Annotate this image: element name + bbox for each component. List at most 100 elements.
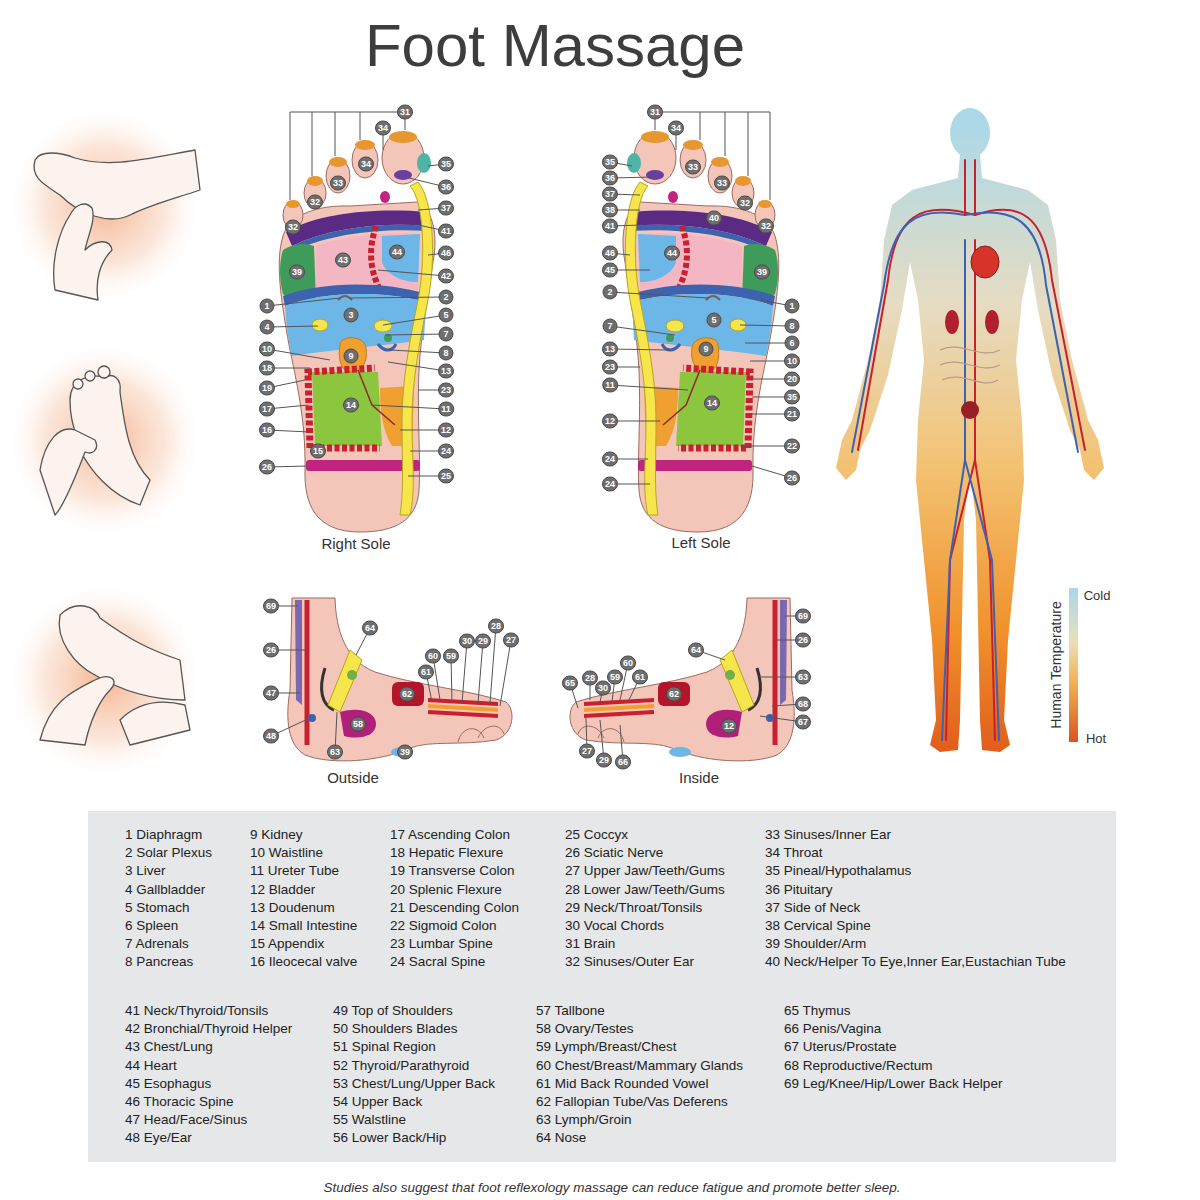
glow-disc: [5, 580, 205, 780]
callout-number: 60: [620, 656, 636, 671]
leader-line: [610, 349, 670, 350]
zone: [428, 712, 498, 716]
zone: [417, 153, 431, 173]
key-entry: 42 Bronchial/Thyroid Helper: [125, 1021, 292, 1036]
callout-number: 32: [285, 220, 301, 235]
key-entry: 57 Tallbone: [536, 1003, 605, 1018]
scale-label: Hot: [1086, 731, 1106, 746]
callout-number: 24: [602, 452, 618, 467]
key-entry: 62 Fallopian Tube/Vas Deferens: [536, 1094, 728, 1109]
leader-line: [462, 641, 467, 703]
zone-beads: [308, 368, 375, 448]
vein: [965, 212, 1078, 452]
callout-number: 62: [666, 687, 682, 702]
callout-number: 16: [259, 423, 275, 438]
zone: [305, 600, 310, 745]
vein: [965, 460, 999, 740]
callout-number: 59: [607, 670, 623, 685]
callout-number: 37: [438, 201, 454, 216]
toe-sketch: [85, 371, 95, 381]
callout-number: 9: [699, 342, 714, 357]
callout-number: 5: [707, 313, 722, 328]
kidney: [945, 310, 959, 334]
callout-number: 34: [668, 121, 684, 136]
callout-number: 33: [685, 160, 701, 175]
callout-number: 41: [438, 224, 454, 239]
callout-number: 15: [310, 444, 326, 459]
view-label: Inside: [679, 769, 719, 786]
callout-number: 7: [603, 319, 618, 334]
callout-number: 26: [784, 471, 800, 486]
key-entry: 44 Heart: [125, 1057, 177, 1072]
callout-number: 68: [795, 697, 811, 712]
key-entry: 49 Top of Shoulders: [333, 1003, 453, 1018]
key-entry: 1 Diaphragm: [125, 827, 202, 842]
key-entry: 15 Appendix: [250, 936, 324, 951]
foot-outline: [288, 598, 512, 761]
callout-number: 10: [784, 354, 800, 369]
hand-drawing: [34, 150, 200, 745]
callout-number: 9: [344, 349, 359, 364]
callout-number: 29: [596, 753, 612, 768]
key-entry: 39 Shoulder/Arm: [765, 936, 866, 951]
key-entry: 21 Descending Colon: [390, 899, 519, 914]
callout-number: 37: [602, 187, 618, 202]
zone: [400, 182, 433, 515]
callout-number: 47: [263, 686, 279, 701]
leader-bracket: [290, 112, 770, 200]
callout-number: 12: [721, 719, 737, 734]
hand-sketch: [40, 429, 97, 515]
key-entry: 3 Liver: [125, 863, 166, 878]
leader-line: [290, 112, 405, 200]
key-entry: 28 Lower Jaw/Teeth/Gums: [565, 881, 725, 896]
callout-number: 62: [399, 687, 415, 702]
key-entry: 53 Chest/Lung/Upper Back: [333, 1075, 495, 1090]
key-entry: 31 Brain: [565, 936, 615, 951]
view-label: Outside: [327, 769, 379, 786]
artery: [975, 210, 1085, 450]
callout-number: 63: [795, 670, 811, 685]
zone-mark: [338, 296, 352, 300]
vein: [942, 240, 965, 740]
key-entry: 29 Neck/Throat/Tonsils: [565, 899, 702, 914]
key-entry: 67 Uterus/Prostate: [784, 1039, 897, 1054]
callout-number: 45: [602, 263, 618, 278]
side-foot-map: [288, 598, 512, 761]
key-entry: 26 Sciatic Nerve: [565, 845, 663, 860]
zone: [428, 706, 498, 710]
bladder: [961, 401, 979, 419]
callout-number: 36: [438, 180, 454, 195]
callout-number: 61: [418, 665, 434, 680]
toe-tips: [286, 131, 417, 208]
callout-number: 38: [602, 203, 618, 218]
view-label: Right Sole: [321, 535, 390, 552]
key-entry: 52 Thyroid/Parathyroid: [333, 1057, 469, 1072]
intestine: [940, 347, 1000, 383]
callout-number: 48: [263, 729, 279, 744]
callout-number: 23: [602, 360, 618, 375]
key-entry: 8 Pancreas: [125, 954, 193, 969]
callout-number: 31: [397, 105, 413, 120]
callout-number: 63: [327, 745, 343, 760]
key-entry: 45 Esophagus: [125, 1075, 211, 1090]
key-entry: 7 Adrenals: [125, 936, 189, 951]
vessels: [852, 160, 1085, 740]
callout-number: 12: [602, 414, 618, 429]
key-entry: 22 Sigmoid Colon: [390, 918, 497, 933]
key-entry: 34 Throat: [765, 845, 823, 860]
zone: [392, 682, 424, 706]
key-entry: 37 Side of Neck: [765, 899, 860, 914]
key-entry: 11 Ureter Tube: [250, 863, 339, 878]
key-entry: 63 Lymph/Groin: [536, 1112, 632, 1127]
zone: [312, 319, 328, 331]
callout-number: 44: [389, 245, 405, 260]
toe-sketch: [73, 379, 83, 389]
callout-number: 35: [784, 390, 800, 405]
callout-number: 24: [602, 477, 618, 492]
leader-line: [610, 385, 688, 390]
callout-number: 43: [335, 253, 351, 268]
key-entry: 19 Transverse Colon: [390, 863, 515, 878]
callout-number: 35: [602, 155, 618, 170]
key-entry: 38 Cervical Spine: [765, 918, 871, 933]
